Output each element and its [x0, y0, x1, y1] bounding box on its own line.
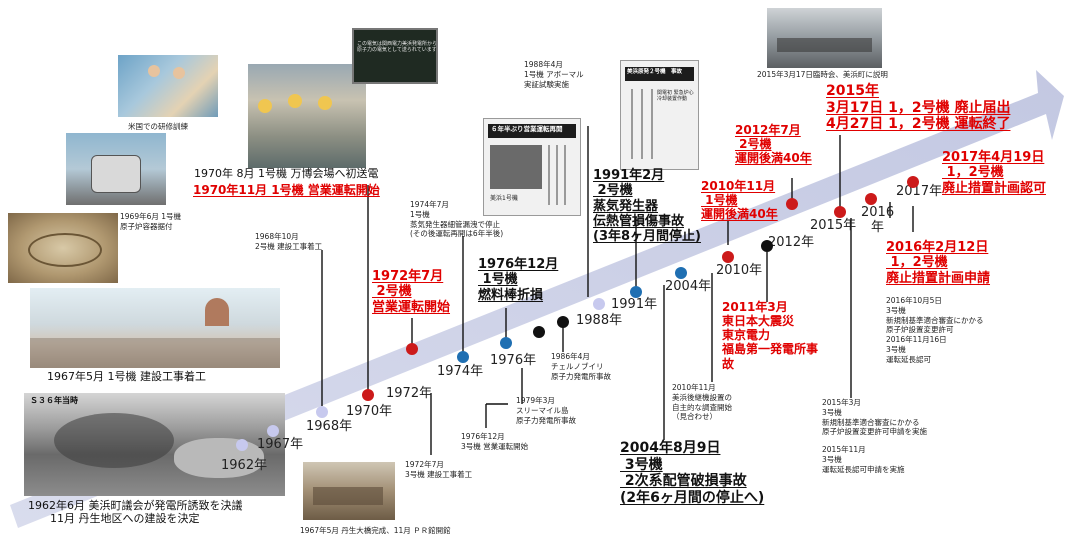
- photo-1988-newspaper: ６年半ぶり営業運転再開 美浜1号機: [483, 118, 581, 216]
- sign-text: この電気は関西電力美浜発電所から 原子力の電気として送られています: [357, 41, 438, 53]
- year-2017: 2017年: [896, 184, 943, 199]
- event-1979: 1979年3月 スリーマイル島 原子力発電所事故: [516, 396, 576, 425]
- photo-1991-newspaper: 美浜原発２号機 事故 関電初 緊急炉心冷却装置作動: [620, 60, 699, 170]
- dot-2015: [834, 206, 846, 218]
- dot-1979: [533, 326, 545, 338]
- dot-1986: [557, 316, 569, 328]
- event-1972-unit2: 1972年7月 2号機 営業運転開始: [372, 269, 451, 315]
- event-1962: 1962年6月 美浜町議会が発電所誘致を決議 11月 丹生地区への建設を決定: [28, 499, 243, 525]
- event-2016-plan: 2016年2月12日 1，2号機 廃止措置計画申請: [886, 240, 991, 286]
- photo-caption-s36: Ｓ３６年当時: [30, 396, 78, 405]
- event-2015-unit3-a: 2015年3月 3号機 新規制基準適合審査にかかる 原子炉設置変更許可申請を実施: [822, 398, 927, 437]
- event-2011: 2011年3月 東日本大震災 東京電力 福島第一発電所事 故: [722, 300, 819, 371]
- year-1988: 1988年: [576, 313, 623, 328]
- photo-excavation: [8, 213, 118, 283]
- news-1988-side: 美浜1号機: [490, 195, 518, 202]
- dot-1976: [500, 337, 512, 349]
- dot-2004: [675, 267, 687, 279]
- photo-american-training: [118, 55, 218, 117]
- event-1967-bridge: 1967年5月 丹生大橋完成、11月 ＰＲ館開館: [300, 526, 451, 535]
- photo-1967-bridge: [303, 462, 395, 520]
- news-1991-headline: 美浜原発２号機 事故: [627, 69, 683, 75]
- event-1986: 1986年4月 チェルノブイリ 原子力発電所事故: [551, 352, 611, 381]
- year-1970: 1970年: [346, 404, 393, 419]
- event-1967-construction: 1967年5月 1号機 建設工事着工: [47, 370, 206, 383]
- year-1976: 1976年: [490, 353, 537, 368]
- dot-1974: [457, 351, 469, 363]
- event-1969: 1969年6月 1号機 原子炉容器据付: [120, 212, 182, 231]
- dot-2016: [865, 193, 877, 205]
- event-2012: 2012年7月 2号機 運開後満40年: [735, 123, 812, 166]
- event-2015-unit3-b: 2015年11月 3号機 運転延長認可申請を実施: [822, 445, 905, 474]
- event-1970-operation: 1970年11月 1号機 営業運転開始: [193, 183, 380, 197]
- event-1976-fuel: 1976年12月 1号機 燃料棒折損: [478, 257, 559, 303]
- event-1991: 1991年2月 2号機 蒸気発生器 伝熱管損傷事故 (3年8ヶ月間停止): [593, 168, 701, 245]
- year-1962: 1962年: [221, 458, 268, 473]
- dot-2012: [786, 198, 798, 210]
- dot-2010: [722, 251, 734, 263]
- year-1967: 1967年: [257, 437, 304, 452]
- connector-lines: [321, 126, 914, 455]
- event-1976-unit3: 1976年12月 3号機 営業運転開始: [461, 432, 529, 451]
- caption-american-training: 米国での研修訓練: [128, 122, 188, 131]
- dot-1988: [593, 298, 605, 310]
- year-1974: 1974年: [437, 364, 484, 379]
- dot-1970: [362, 389, 374, 401]
- event-1968: 1968年10月 2号機 建設工事着工: [255, 232, 323, 251]
- year-2012: 2012年: [768, 235, 815, 250]
- event-1972-unit3: 1972年7月 3号機 建設工事着工: [405, 460, 473, 479]
- dot-2011: [761, 240, 773, 252]
- event-2010-unit1: 2010年11月 1号機 運開後満40年: [701, 179, 778, 222]
- event-1970-expo: 1970年 8月 1号機 万博会場へ初送電: [194, 167, 379, 180]
- year-2016: 2016 年: [861, 205, 895, 236]
- year-2010: 2010年: [716, 263, 763, 278]
- year-1972: 1972年: [386, 386, 433, 401]
- event-2004: 2004年8月9日 3号機 2次系配管破損事故 (2年6ヶ月間の停止へ): [620, 440, 765, 506]
- year-2004: 2004年: [665, 279, 712, 294]
- news-1988-headline: ６年半ぶり営業運転再開: [491, 125, 563, 133]
- photo-1969-reactor: [66, 133, 166, 205]
- photo-1970-control-room: [248, 64, 366, 168]
- year-2015: 2015年: [810, 218, 857, 233]
- dot-1962: [236, 439, 248, 451]
- year-1991: 1991年: [611, 297, 658, 312]
- event-1988: 1988年4月 1号機 アボーマル 実証試験実施: [524, 60, 584, 89]
- photo-1967-site: [30, 288, 280, 368]
- dot-1968: [316, 406, 328, 418]
- dot-1991: [630, 286, 642, 298]
- news-1991-side: 関電初 緊急炉心冷却装置作動: [657, 90, 694, 102]
- event-2015-decommission: 2015年 3月17日 1，2号機 廃止届出 4月27日 1，2号機 運転終了: [826, 83, 1011, 133]
- event-1974: 1974年7月 1号機 蒸気発生器細管漏洩で停止 (その後運転再開は6年半後): [410, 200, 504, 239]
- event-2015-briefing: 2015年3月17日臨時会、美浜町に説明: [757, 70, 888, 79]
- dot-1967: [267, 425, 279, 437]
- photo-2015-meeting: [767, 8, 882, 68]
- dot-1972: [406, 343, 418, 355]
- event-2010-survey: 2010年11月 美浜後継機設置の 自主的な調査開始 （見合わせ）: [672, 383, 732, 422]
- dot-2017: [907, 176, 919, 188]
- event-2016-unit3: 2016年10月5日 3号機 新規制基準適合審査にかかる 原子炉設置変更許可 2…: [886, 296, 984, 364]
- event-2017-approval: 2017年4月19日 1，2号機 廃止措置計画認可: [942, 150, 1047, 196]
- photo-1970-sign: この電気は関西電力美浜発電所から 原子力の電気として送られています: [352, 28, 438, 84]
- year-1968: 1968年: [306, 419, 353, 434]
